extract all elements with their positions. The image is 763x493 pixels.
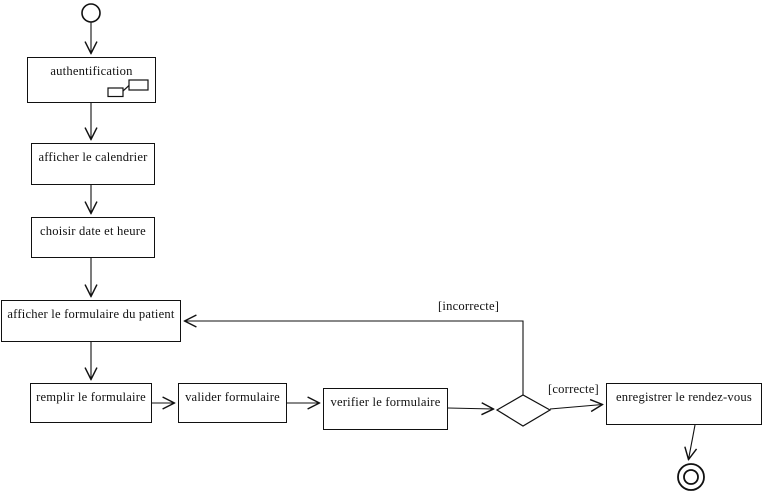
edge-save-to-end (689, 424, 696, 460)
activity-verifier-formulaire: verifier le formulaire (323, 388, 448, 430)
activity-label: enregistrer le rendez-vous (616, 390, 752, 404)
edge-decision-to-save (549, 405, 603, 410)
activity-authentification: authentification (27, 57, 156, 103)
activity-label: authentification (50, 64, 133, 78)
activity-afficher-calendrier: afficher le calendrier (31, 143, 155, 185)
subactivity-icon (107, 79, 149, 98)
activity-valider-formulaire: valider formulaire (178, 383, 287, 423)
activity-label: verifier le formulaire (330, 395, 441, 409)
activity-label: remplir le formulaire (36, 390, 146, 404)
activity-enregistrer-rendez-vous: enregistrer le rendez-vous (606, 383, 762, 425)
activity-label: afficher le calendrier (38, 150, 148, 164)
activity-afficher-formulaire-patient: afficher le formulaire du patient (1, 300, 181, 342)
activity-label: valider formulaire (185, 390, 280, 404)
final-node (677, 463, 705, 491)
decision-diamond (495, 394, 552, 427)
edge-decision-to-form-incorrect (185, 321, 524, 395)
activity-remplir-formulaire: remplir le formulaire (30, 383, 152, 423)
edge-verify-to-decision (447, 408, 494, 409)
initial-node (81, 3, 101, 23)
guard-correcte: [correcte] (548, 382, 599, 396)
activity-label: choisir date et heure (40, 224, 146, 238)
guard-incorrecte: [incorrecte] (438, 299, 500, 313)
activity-label: afficher le formulaire du patient (7, 307, 175, 321)
control-flow-edges (91, 22, 696, 460)
activity-choisir-date-heure: choisir date et heure (31, 217, 155, 258)
